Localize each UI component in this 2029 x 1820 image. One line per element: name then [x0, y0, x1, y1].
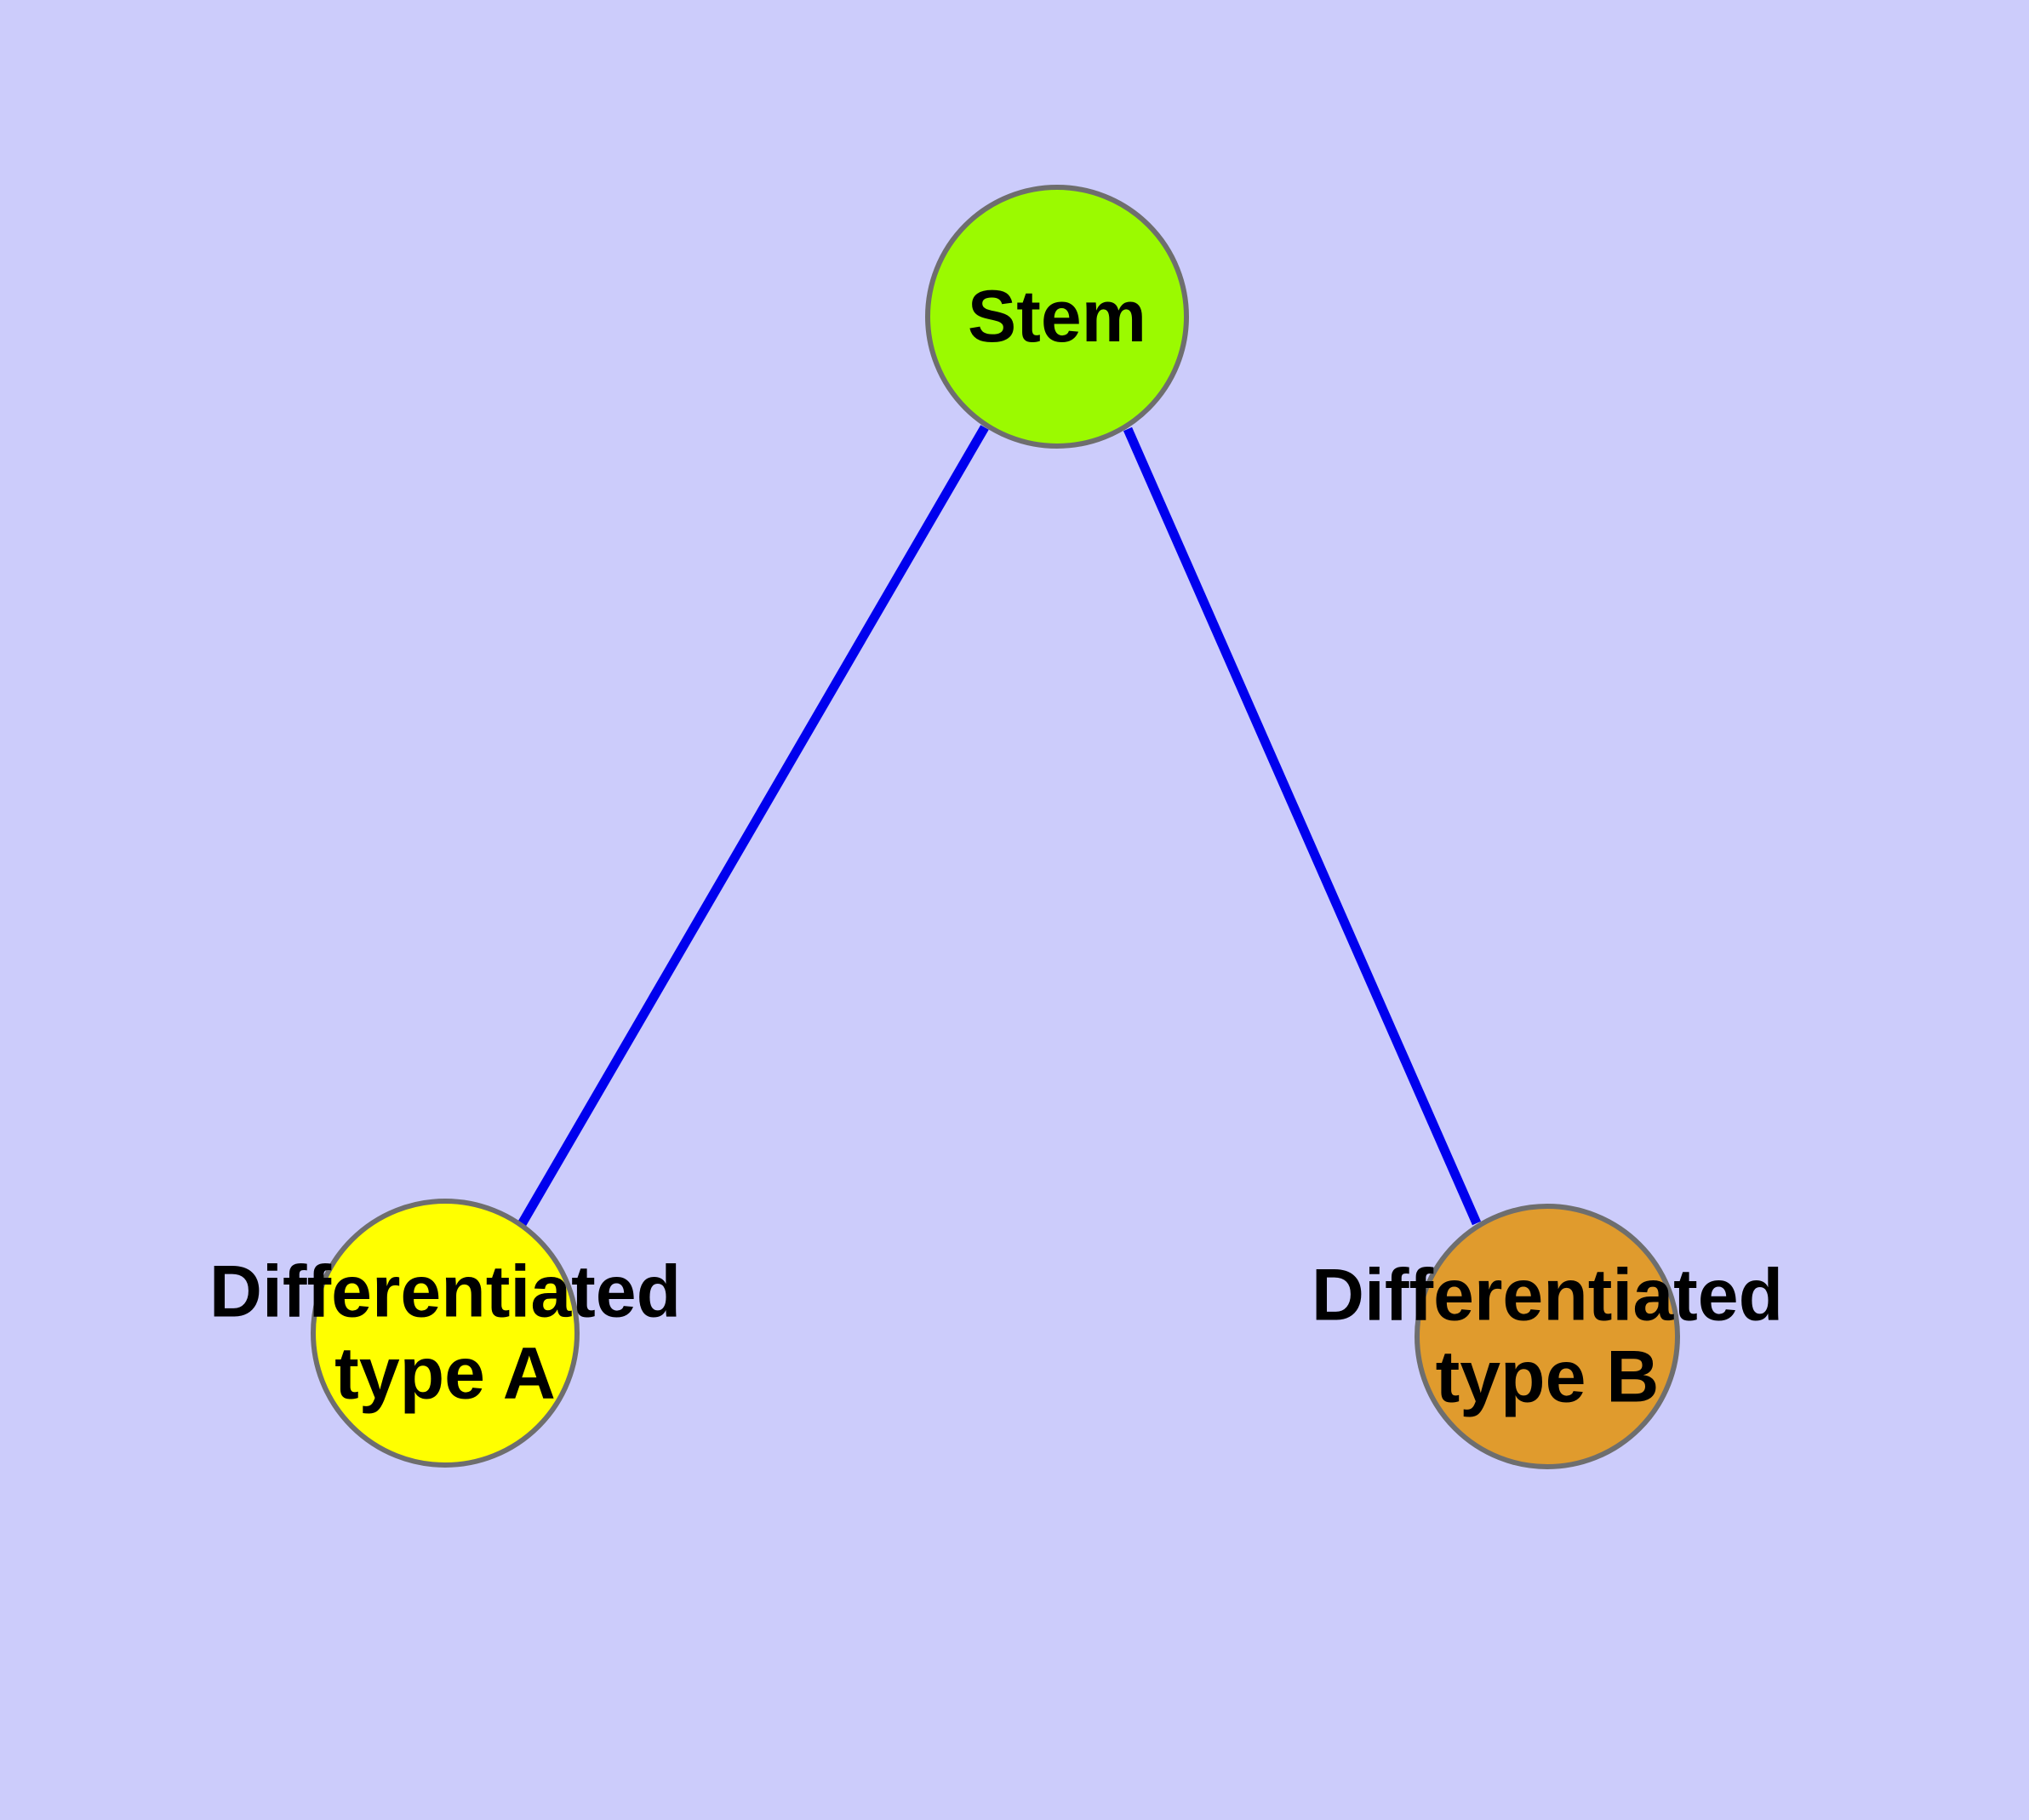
node-stem[interactable]	[925, 185, 1189, 449]
edge-stem-to-type-a	[517, 425, 989, 1227]
node-diff-type-b[interactable]	[1415, 1204, 1680, 1469]
node-diff-type-a[interactable]	[311, 1199, 580, 1468]
edge-stem-to-type-b	[1123, 426, 1482, 1226]
